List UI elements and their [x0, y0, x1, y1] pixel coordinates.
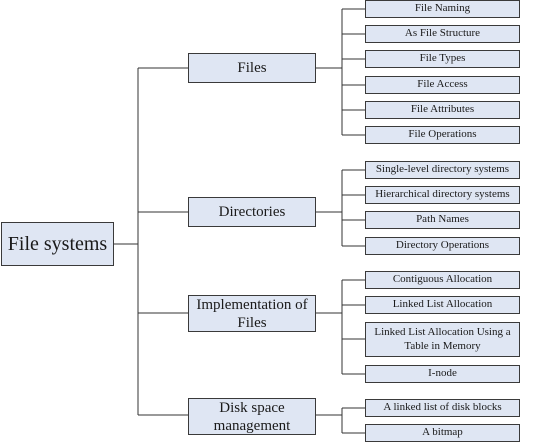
leaf-node: Path Names — [365, 211, 520, 229]
leaf-label: Linked List Allocation — [392, 298, 493, 311]
leaf-node: File Types — [365, 50, 520, 68]
leaf-label: I-node — [428, 367, 457, 380]
leaf-node: File Access — [365, 76, 520, 94]
leaf-label: File Types — [419, 52, 466, 65]
leaf-node: A bitmap — [365, 424, 520, 442]
leaf-node: Linked List Allocation — [365, 296, 520, 314]
leaf-node: Linked List Allocation Using a Table in … — [365, 322, 520, 357]
leaf-node: File Attributes — [365, 101, 520, 119]
root-node: File systems — [1, 222, 114, 266]
leaf-label: File Attributes — [410, 103, 475, 116]
leaf-label: Contiguous Allocation — [392, 273, 493, 286]
category-label: Files — [237, 60, 267, 76]
root-node-label: File systems — [7, 233, 108, 255]
category-node-disk-space: Disk space management — [188, 398, 316, 435]
leaf-label: As File Structure — [404, 27, 481, 40]
leaf-node: File Naming — [365, 0, 520, 18]
leaf-label: Hierarchical directory systems — [375, 188, 510, 201]
leaf-label: File Access — [417, 78, 468, 91]
leaf-label: A linked list of disk blocks — [383, 401, 502, 414]
leaf-node: As File Structure — [365, 25, 520, 43]
leaf-label: A bitmap — [422, 426, 463, 439]
leaf-node: A linked list of disk blocks — [365, 399, 520, 417]
leaf-label: Single-level directory systems — [375, 163, 510, 176]
leaf-label: File Naming — [414, 2, 471, 15]
leaf-label: Linked List Allocation Using a Table in … — [374, 326, 511, 352]
leaf-node: File Operations — [365, 126, 520, 144]
leaf-node: I-node — [365, 365, 520, 383]
category-node-files: Files — [188, 53, 316, 83]
category-label: Disk space management — [213, 399, 291, 434]
category-node-directories: Directories — [188, 197, 316, 227]
category-label: Directories — [218, 204, 286, 220]
leaf-node: Single-level directory systems — [365, 161, 520, 179]
leaf-node: Hierarchical directory systems — [365, 186, 520, 204]
leaf-node: Directory Operations — [365, 237, 520, 255]
leaf-label: Directory Operations — [395, 239, 490, 252]
leaf-node: Contiguous Allocation — [365, 271, 520, 289]
leaf-label: Path Names — [416, 213, 469, 226]
leaf-label: File Operations — [408, 128, 477, 141]
category-node-implementation: Implementation of Files — [188, 295, 316, 332]
category-label: Implementation of Files — [196, 296, 308, 331]
